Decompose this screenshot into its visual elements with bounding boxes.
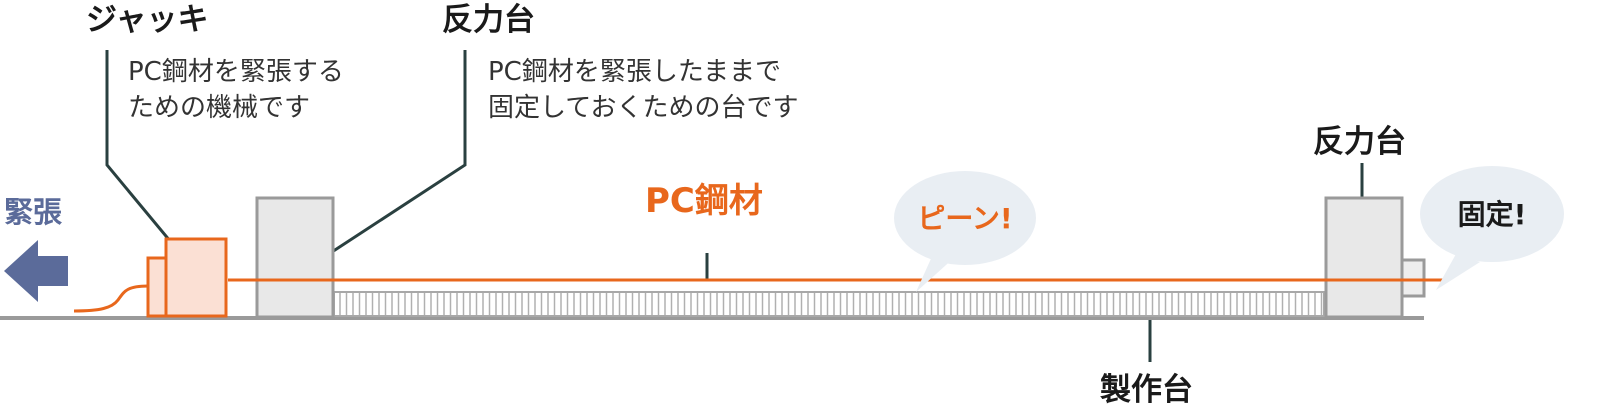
bubble-ping: ピーン!	[894, 171, 1036, 292]
pc-steel-label: PC鋼材	[645, 181, 763, 221]
leader-lines	[105, 50, 1364, 362]
bed-label: 製作台	[1100, 372, 1193, 408]
jack-body	[164, 237, 228, 318]
bubble-ping-body	[894, 171, 1036, 265]
bubble-ping-text: ピーン!	[917, 202, 1012, 235]
jack-desc-line-2: ための機械です	[128, 93, 310, 123]
bubble-fixed-body	[1420, 166, 1564, 262]
jack-hose	[73, 284, 149, 313]
tension-arrow-icon	[4, 240, 68, 302]
reaction-left-desc-line-2: 固定しておくための台です	[488, 93, 798, 123]
bubble-fixed: 固定!	[1420, 166, 1564, 290]
production-bed	[0, 291, 1424, 320]
jack-desc-line-1: PC鋼材を緊張する	[128, 57, 344, 87]
jack-leader-line	[105, 50, 192, 266]
bubble-fixed-text: 固定!	[1458, 198, 1527, 231]
reaction-block-left	[255, 196, 335, 319]
reaction-right-title: 反力台	[1313, 124, 1406, 160]
tension-label: 緊張	[4, 195, 63, 229]
jack	[73, 237, 228, 318]
reaction-block-right	[1324, 196, 1404, 319]
anchor-plate-right	[1398, 258, 1426, 298]
bed-rail-ticks	[339, 293, 1323, 315]
bubble-fixed-tail	[1436, 254, 1480, 290]
jack-title: ジャッキ	[86, 2, 208, 38]
reaction-left-title: 反力台	[442, 2, 535, 38]
reaction-left-leader-line	[311, 50, 467, 267]
reaction-left-desc-line-1: PC鋼材を緊張したままで	[488, 57, 781, 87]
